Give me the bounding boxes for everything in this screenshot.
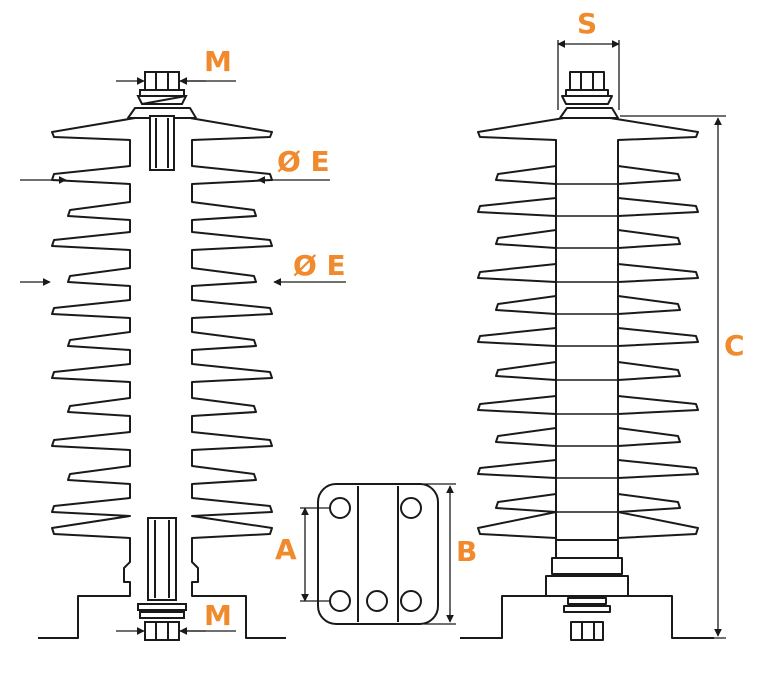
outline-left-sheds (477, 117, 565, 550)
label-e-lower: Ø E (293, 249, 346, 282)
mounting-hole (366, 590, 388, 612)
base-collar (555, 539, 619, 559)
label-s: S (577, 7, 598, 40)
mounting-hole (329, 497, 351, 519)
bottom-stud (147, 517, 177, 601)
dimension-lines (20, 40, 726, 639)
outline-bottom-washer (567, 597, 607, 605)
mounting-hole (400, 590, 422, 612)
base-plate (317, 483, 439, 625)
outline-top-cap (559, 107, 619, 119)
label-c: C (724, 329, 745, 362)
label-m-bottom: M (204, 599, 232, 632)
left-shed-profile (38, 117, 136, 639)
right-shed-profile (189, 117, 286, 639)
outline-view (460, 71, 714, 641)
bottom-washer (137, 603, 187, 611)
label-m-top: M (204, 45, 232, 78)
label-b: B (456, 535, 478, 568)
base-mount (460, 595, 714, 639)
mounting-hole (329, 590, 351, 612)
base-ring (551, 557, 623, 575)
top-nut (144, 71, 180, 91)
label-a: A (275, 533, 297, 566)
section-view-hardware (136, 71, 188, 641)
base-plate-view (317, 483, 439, 625)
bottom-washer-2 (139, 611, 185, 619)
base-flange (545, 575, 629, 597)
outline-top-nut (569, 71, 605, 91)
label-e-upper: Ø E (277, 145, 330, 178)
outline-bottom-nut (570, 621, 604, 641)
outline-right-sheds (609, 117, 699, 550)
outline-bottom-washer-2 (563, 605, 611, 613)
bottom-nut (144, 621, 180, 641)
top-stud (149, 115, 175, 171)
washer-split (141, 95, 187, 105)
outline-spring-washer (561, 95, 613, 105)
mounting-hole (400, 497, 422, 519)
